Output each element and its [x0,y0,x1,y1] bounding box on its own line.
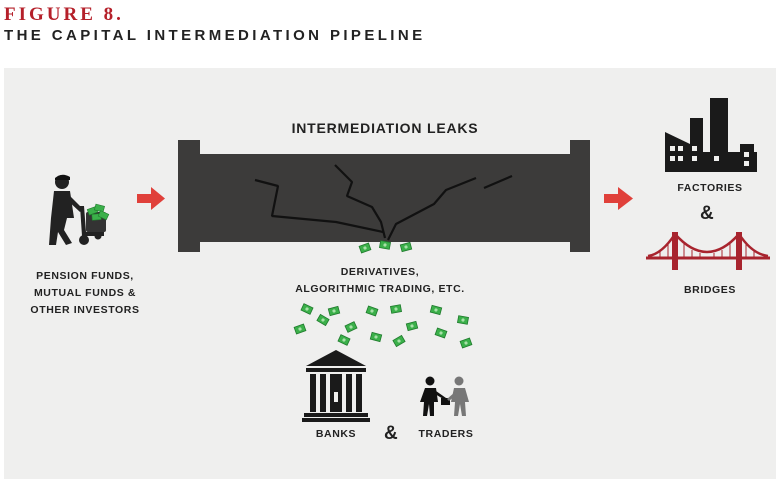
investors-label: PENSION FUNDS, MUTUAL FUNDS & OTHER INVE… [10,268,160,319]
arrow-right-icon [604,187,633,210]
factory-icon [665,98,757,172]
arrow-right-icon [137,187,165,210]
leak-label: DERIVATIVES, ALGORITHMIC TRADING, ETC. [270,264,490,298]
worker-with-cart-icon [49,174,110,245]
bridge-icon [646,231,770,270]
pipe-icon [178,140,590,252]
investors-label-line: PENSION FUNDS, [36,270,134,282]
diagram-panel [4,68,776,479]
traders-icon [420,376,469,416]
pipe-label: INTERMEDIATION LEAKS [291,120,479,136]
bridges-label: BRIDGES [683,284,737,296]
figure-title: THE CAPITAL INTERMEDIATION PIPELINE [4,27,426,44]
money-bill-icon [293,303,473,349]
figure-number: FIGURE 8. [4,4,124,25]
ampersand: & [700,203,714,224]
leak-label-line: DERIVATIVES, [340,266,420,278]
banks-label: BANKS [315,428,357,440]
traders-label: TRADERS [418,428,474,440]
bank-icon [302,350,370,422]
money-bill-icon [358,240,413,254]
leak-label-line: ALGORITHMIC TRADING, ETC. [295,283,465,295]
investors-label-line: OTHER INVESTORS [30,304,140,316]
factories-label: FACTORIES [677,182,743,194]
ampersand: & [384,423,398,444]
investors-label-line: MUTUAL FUNDS & [33,287,137,299]
